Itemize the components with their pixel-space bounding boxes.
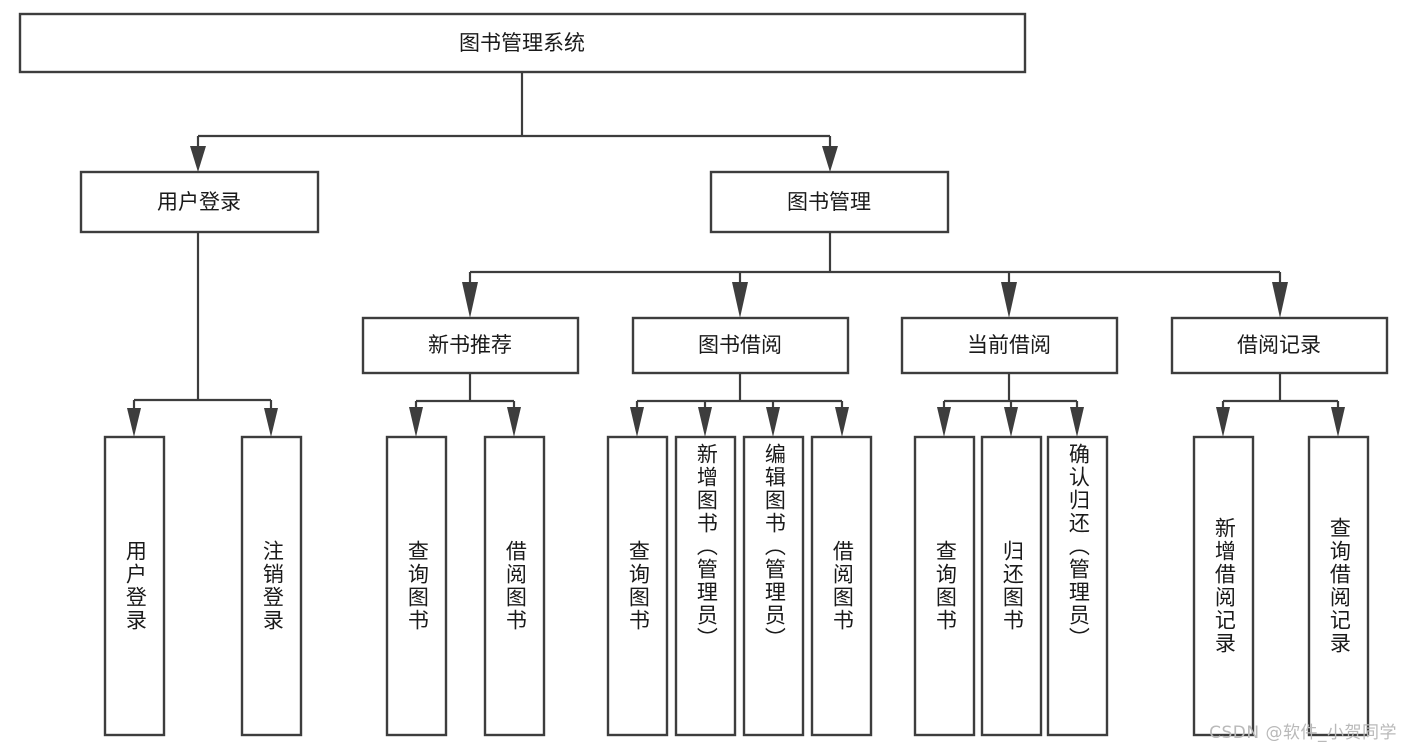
arrow-head-leaf-edit-book	[766, 407, 780, 437]
node-borrow-record[interactable]: 借阅记录	[1170, 316, 1389, 375]
connector-group-book-manage	[462, 232, 1288, 318]
arrow-head-current-borrow	[1001, 282, 1017, 318]
leaf-box-borrow-book-2[interactable]	[810, 435, 873, 737]
leaf-box-query-book-3[interactable]	[913, 435, 976, 737]
connector-group-current-borrow	[937, 373, 1084, 437]
node-current-borrow-label: 当前借阅	[967, 333, 1051, 357]
leaf-box-user-login[interactable]	[103, 435, 166, 737]
arrow-head-leaf-add-book	[698, 407, 712, 437]
connector-group-book-borrow	[630, 373, 849, 437]
arrow-head-leaf-return-book	[1004, 407, 1018, 437]
leaf-box-borrow-book-1[interactable]	[483, 435, 546, 737]
node-root[interactable]: 图书管理系统	[18, 12, 1027, 74]
node-user-login[interactable]: 用户登录	[79, 170, 320, 234]
node-new-book-recommend-label: 新书推荐	[428, 333, 512, 357]
node-current-borrow[interactable]: 当前借阅	[900, 316, 1119, 375]
arrow-head-borrow-record	[1272, 282, 1288, 318]
leaf-box-add-book[interactable]	[674, 435, 737, 737]
arrow-head-leaf-confirm-return	[1070, 407, 1084, 437]
node-root-box[interactable]	[18, 12, 1027, 74]
node-borrow-record-label: 借阅记录	[1237, 333, 1321, 357]
connector-group-user-login	[127, 232, 278, 437]
leaf-box-edit-book[interactable]	[742, 435, 805, 737]
arrow-head-leaf-user-login	[127, 408, 141, 437]
arrow-head-leaf-query-book-3	[937, 407, 951, 437]
node-book-manage-label: 图书管理	[787, 190, 871, 214]
arrow-head-leaf-user-logout	[264, 408, 278, 437]
node-book-manage-box[interactable]	[709, 170, 950, 234]
arrow-head-leaf-borrow-book-1	[507, 407, 521, 437]
node-book-borrow[interactable]: 图书借阅	[631, 316, 850, 375]
node-user-login-box[interactable]	[79, 170, 320, 234]
node-user-login-label: 用户登录	[157, 190, 241, 214]
leaf-box-query-book-2[interactable]	[606, 435, 669, 737]
leaf-box-query-record[interactable]	[1307, 435, 1370, 737]
arrow-head-leaf-add-record	[1216, 407, 1230, 437]
arrow-head-leaf-query-book-2	[630, 407, 644, 437]
leaf-box-confirm-return[interactable]	[1046, 435, 1109, 737]
connector-group-borrow-record	[1216, 373, 1345, 437]
node-book-borrow-label: 图书借阅	[698, 333, 782, 357]
connector-group-root	[190, 72, 838, 172]
arrow-head-leaf-query-record	[1331, 407, 1345, 437]
leaf-box-query-book-1[interactable]	[385, 435, 448, 737]
node-new-book-recommend[interactable]: 新书推荐	[361, 316, 580, 375]
arrow-head-book-manage	[822, 146, 838, 172]
leaf-box-return-book[interactable]	[980, 435, 1043, 737]
node-book-borrow-box[interactable]	[631, 316, 850, 375]
arrow-head-leaf-borrow-book-2	[835, 407, 849, 437]
node-new-book-recommend-box[interactable]	[361, 316, 580, 375]
arrow-head-leaf-query-book-1	[409, 407, 423, 437]
leaf-box-add-record[interactable]	[1192, 435, 1255, 737]
arrow-head-user-login	[190, 146, 206, 172]
node-current-borrow-box[interactable]	[900, 316, 1119, 375]
node-borrow-record-box[interactable]	[1170, 316, 1389, 375]
connector-group-new-book-recommend	[409, 373, 521, 437]
node-book-manage[interactable]: 图书管理	[709, 170, 950, 234]
leaf-box-user-logout[interactable]	[240, 435, 303, 737]
arrow-head-new-book-recommend	[462, 282, 478, 318]
arrow-head-book-borrow	[732, 282, 748, 318]
node-root-label: 图书管理系统	[459, 31, 585, 55]
